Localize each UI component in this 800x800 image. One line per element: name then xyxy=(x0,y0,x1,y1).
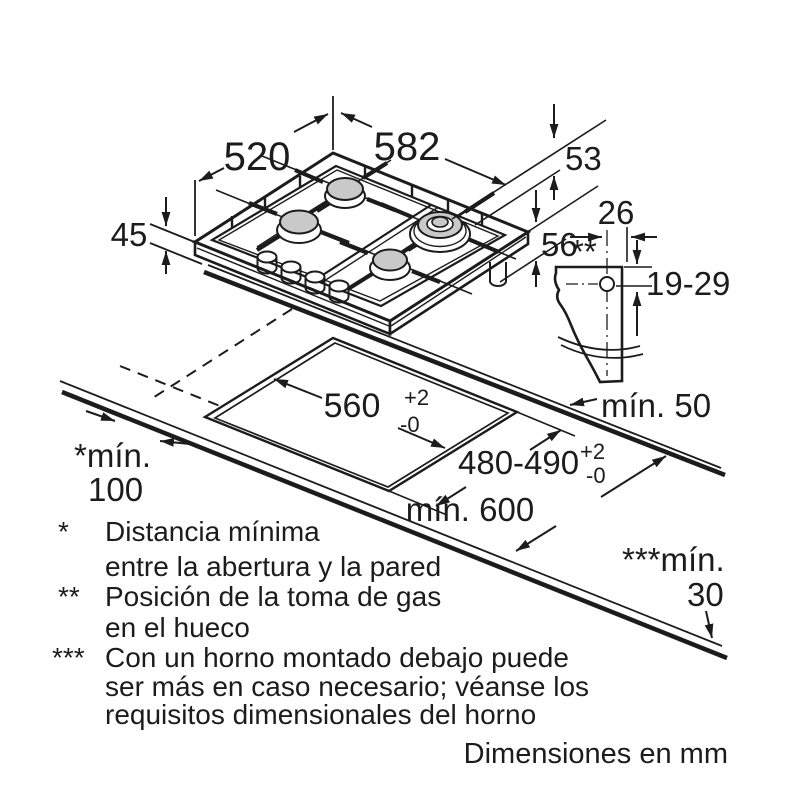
burner-edge-label: 53 xyxy=(565,140,602,177)
dim-cutout-width: 560 +2 -0 xyxy=(273,378,446,449)
dim-26: 26 xyxy=(570,194,657,242)
knob xyxy=(304,270,326,295)
projection-dashed-line xyxy=(147,308,293,402)
cutout-depth-label: 480-490 xyxy=(458,444,579,481)
cutout-depth-tol-plus: +2 xyxy=(580,439,605,464)
worktop-front-edge-top xyxy=(59,380,723,647)
break-wave xyxy=(560,344,644,359)
worktop xyxy=(59,264,728,661)
gas-connection-detail: 26 ** 19-29 xyxy=(553,194,730,384)
gas-width-label: 26 xyxy=(598,194,635,231)
footnote-text: Distancia mínima xyxy=(105,516,320,547)
hob-right-lip xyxy=(390,236,527,327)
footnote-text: Posición de la toma de gas xyxy=(105,581,441,612)
gas-inlet-point xyxy=(599,276,615,292)
oven-min-label: ***mín. xyxy=(622,541,725,578)
knob xyxy=(328,279,350,304)
worktop-back-edge xyxy=(203,269,726,478)
extension-line xyxy=(149,242,203,265)
footnote-text: ser más en caso necesario; véanse los xyxy=(105,671,589,702)
footnote-marker: *** xyxy=(52,642,85,673)
dim-56: 56 xyxy=(499,185,599,287)
extension-line xyxy=(499,238,567,283)
cutout-width-tol-minus: -0 xyxy=(400,412,420,437)
worktop-front-edge xyxy=(61,389,728,661)
wall-min-label: *mín. xyxy=(74,437,151,474)
dim-worktop-depth: mín. 600 xyxy=(406,455,667,552)
hob-top-face xyxy=(191,151,532,323)
gas-marker-label: ** xyxy=(571,233,597,270)
footnote-text: requisitos dimensionales del horno xyxy=(105,699,536,730)
footnote-marker: * xyxy=(58,516,69,547)
footnote-marker: ** xyxy=(58,581,80,612)
extension-line xyxy=(474,169,561,226)
extension-line xyxy=(516,411,576,437)
wall-min-value: 100 xyxy=(88,471,143,508)
burner-back xyxy=(324,177,366,209)
height-label: 45 xyxy=(111,216,148,253)
extension-line xyxy=(388,490,448,516)
knob xyxy=(256,250,278,275)
cutout-depth-tol-minus: -0 xyxy=(586,463,606,488)
dim-45: 45 xyxy=(111,197,203,274)
burner-wok xyxy=(409,211,471,253)
hob-front-lip xyxy=(196,247,390,327)
dim-19-29: 19-29 xyxy=(632,240,730,336)
worktop-back-edge-top xyxy=(207,264,722,469)
below-label: 56 xyxy=(541,226,578,263)
extension-line xyxy=(149,223,198,244)
dim-oven-clearance: ***mín. 30 xyxy=(622,541,725,639)
dim-cutout-depth: 480-490 +2 -0 xyxy=(388,411,606,516)
dim-wall-clearance-side: *mín. 100 xyxy=(74,410,191,508)
dim-520: 520 xyxy=(194,96,334,236)
width-label: 582 xyxy=(374,125,441,169)
footnote-text: en el hueco xyxy=(105,612,250,643)
hob-section-profile xyxy=(553,265,624,384)
footnote-text: entre la abertura y la pared xyxy=(105,551,441,582)
knob xyxy=(280,260,302,285)
wall-clearance-label: mín. 50 xyxy=(601,387,711,424)
dim-wall-clearance-back: mín. 50 xyxy=(569,387,711,424)
gas-range-label: 19-29 xyxy=(646,265,730,302)
units-caption: Dimensiones en mm xyxy=(464,738,728,770)
extension-line xyxy=(451,119,607,220)
oven-min-value: 30 xyxy=(687,576,724,613)
burner-left xyxy=(276,209,322,244)
cutout-width-label: 560 xyxy=(324,387,381,425)
burner-front xyxy=(369,248,411,281)
footnotes: * Distancia mínima entre la abertura y l… xyxy=(52,516,589,730)
dim-53: 53 xyxy=(451,104,607,226)
break-wave xyxy=(557,336,641,351)
grate-ticks xyxy=(230,166,484,228)
grate-middle-rail xyxy=(320,207,438,284)
extension-line xyxy=(525,185,599,234)
depth-label: 520 xyxy=(224,135,291,179)
cutout-width-tol-plus: +2 xyxy=(404,385,429,410)
projection-dashed-line-2 xyxy=(119,365,226,409)
dim-582: 582 xyxy=(340,112,507,186)
control-knobs xyxy=(256,250,350,304)
worktop-min-label: mín. 600 xyxy=(406,491,534,528)
footnote-text: Con un horno montado debajo puede xyxy=(105,642,569,673)
hob xyxy=(191,151,532,337)
